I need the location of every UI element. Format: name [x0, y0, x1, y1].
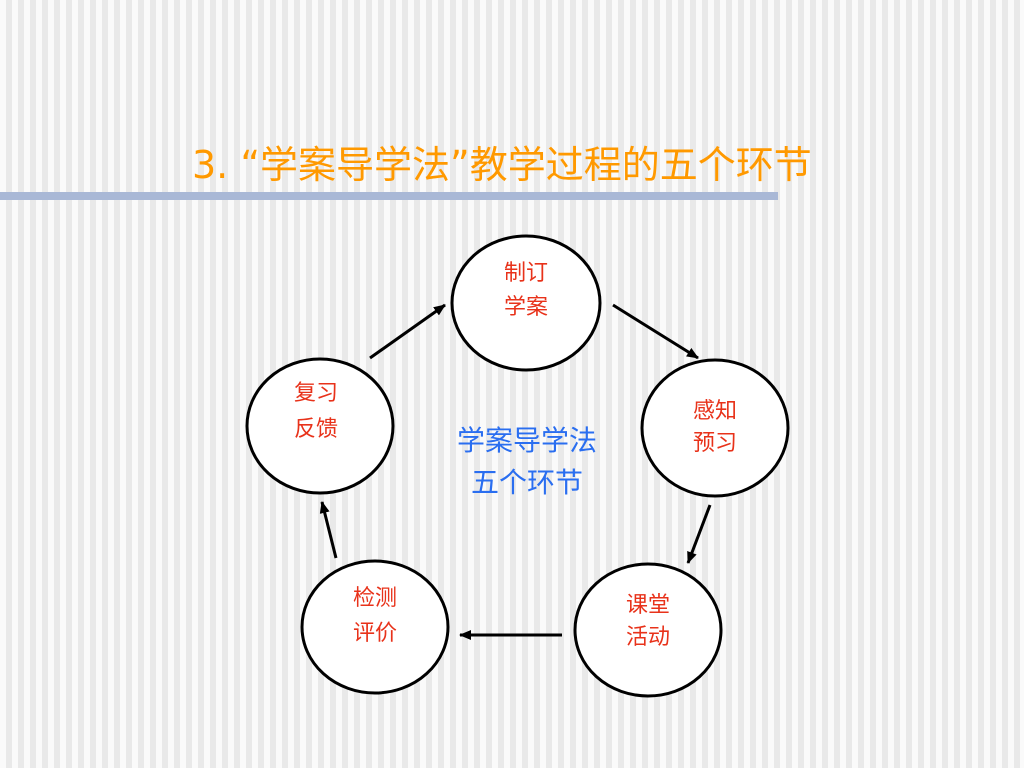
- arrow-jiance-to-fuxi: [319, 501, 338, 559]
- arrow-fuxi-to-zhiding: [369, 303, 446, 360]
- node-zhiding-xuean: 制订 学案: [450, 234, 602, 372]
- arrow-zhiding-to-ganzhi: [612, 303, 699, 360]
- node-label-line1: 制订: [504, 261, 548, 286]
- arrow-ganzhi-to-ketang: [686, 504, 712, 564]
- node-fuxi-fankui: 复习 反馈: [245, 357, 395, 495]
- node-label-line2: 学案: [504, 295, 548, 320]
- node-label-line1: 复习: [294, 381, 338, 406]
- node-ketang-huodong: 课堂 活动: [573, 562, 723, 698]
- node-label-line2: 反馈: [294, 417, 338, 442]
- node-jiance-pingjia: 检测 评价: [300, 559, 450, 695]
- node-label-line2: 活动: [626, 625, 670, 650]
- node-label-line1: 检测: [353, 586, 397, 611]
- node-label-line1: 感知: [693, 399, 737, 424]
- node-label-line2: 评价: [353, 621, 397, 646]
- center-label-line1: 学案导学法: [457, 424, 597, 457]
- center-label: 学案导学法 五个环节: [457, 424, 597, 499]
- center-label-line2: 五个环节: [471, 466, 583, 499]
- slide-title: 3. “学案导学法”教学过程的五个环节: [192, 143, 812, 187]
- node-ganzhi-yuxi: 感知 预习: [640, 358, 790, 498]
- node-label-line2: 预习: [693, 431, 737, 456]
- title-underline-bar: [0, 192, 778, 200]
- node-label-line1: 课堂: [626, 593, 670, 618]
